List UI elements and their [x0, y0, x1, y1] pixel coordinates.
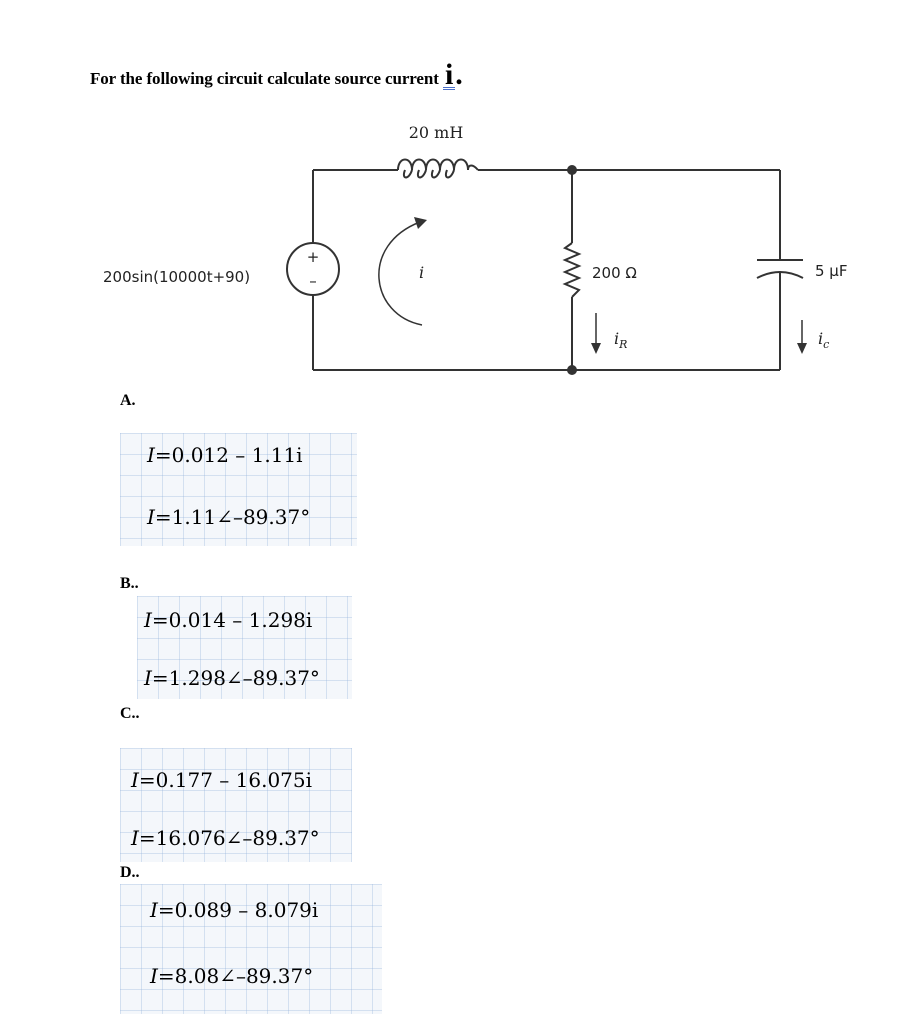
option-d-rect: I=0.089 – 8.079i — [150, 898, 319, 922]
question-text: For the following circuit calculate sour… — [90, 58, 463, 92]
current-arrow-icon — [378, 221, 423, 326]
option-c-label: C.. — [120, 705, 140, 722]
top-node — [567, 165, 577, 175]
current-label: i — [419, 263, 424, 282]
resistor-icon — [562, 242, 582, 298]
source-plus: + — [307, 248, 320, 266]
current-arrow-head — [414, 217, 427, 229]
resistor-current-label: iR — [614, 329, 627, 351]
option-a-answer[interactable]: I=0.012 – 1.11i I=1.11∠–89.37° — [120, 433, 357, 546]
option-c-rect: I=0.177 – 16.075i — [131, 768, 313, 792]
option-a-label: A. — [120, 392, 136, 409]
option-b-polar: I=1.298∠–89.37° — [144, 666, 320, 690]
option-b-label: B.. — [120, 575, 139, 592]
capacitor-label: 5 μF — [815, 262, 847, 280]
capacitor-current-arrowhead — [797, 343, 807, 354]
option-b-answer[interactable]: I=0.014 – 1.298i I=1.298∠–89.37° — [137, 596, 352, 699]
option-a-polar: I=1.11∠–89.37° — [147, 505, 311, 529]
question-prompt: For the following circuit calculate sour… — [90, 69, 439, 88]
option-b-rect: I=0.014 – 1.298i — [144, 608, 313, 632]
capacitor-current-label: ic — [818, 329, 829, 351]
source-minus: – — [309, 272, 317, 290]
option-d-label: D.. — [120, 864, 140, 881]
resistor-label: 200 Ω — [592, 264, 637, 282]
option-d-polar: I=8.08∠–89.37° — [150, 964, 314, 988]
circuit-diagram: 20 mH + – 200sin(10000t+90) i 200 Ω iR 5… — [103, 123, 847, 375]
question-period: . — [455, 58, 463, 91]
resistor-current-arrowhead — [591, 343, 601, 354]
question-variable: i — [442, 58, 456, 91]
source-label: 200sin(10000t+90) — [103, 268, 250, 286]
inductor-coil — [397, 158, 479, 179]
voltage-source-icon — [286, 242, 340, 296]
bottom-node — [567, 365, 577, 375]
option-d-answer[interactable]: I=0.089 – 8.079i I=8.08∠–89.37° — [120, 884, 382, 1014]
capacitor-bottom-plate — [756, 271, 804, 279]
inductor-label: 20 mH — [409, 123, 464, 142]
option-a-rect: I=0.012 – 1.11i — [147, 443, 303, 467]
option-c-polar: I=16.076∠–89.37° — [131, 826, 320, 850]
circuit-wires — [312, 169, 781, 371]
option-c-answer[interactable]: I=0.177 – 16.075i I=16.076∠–89.37° — [120, 748, 352, 862]
